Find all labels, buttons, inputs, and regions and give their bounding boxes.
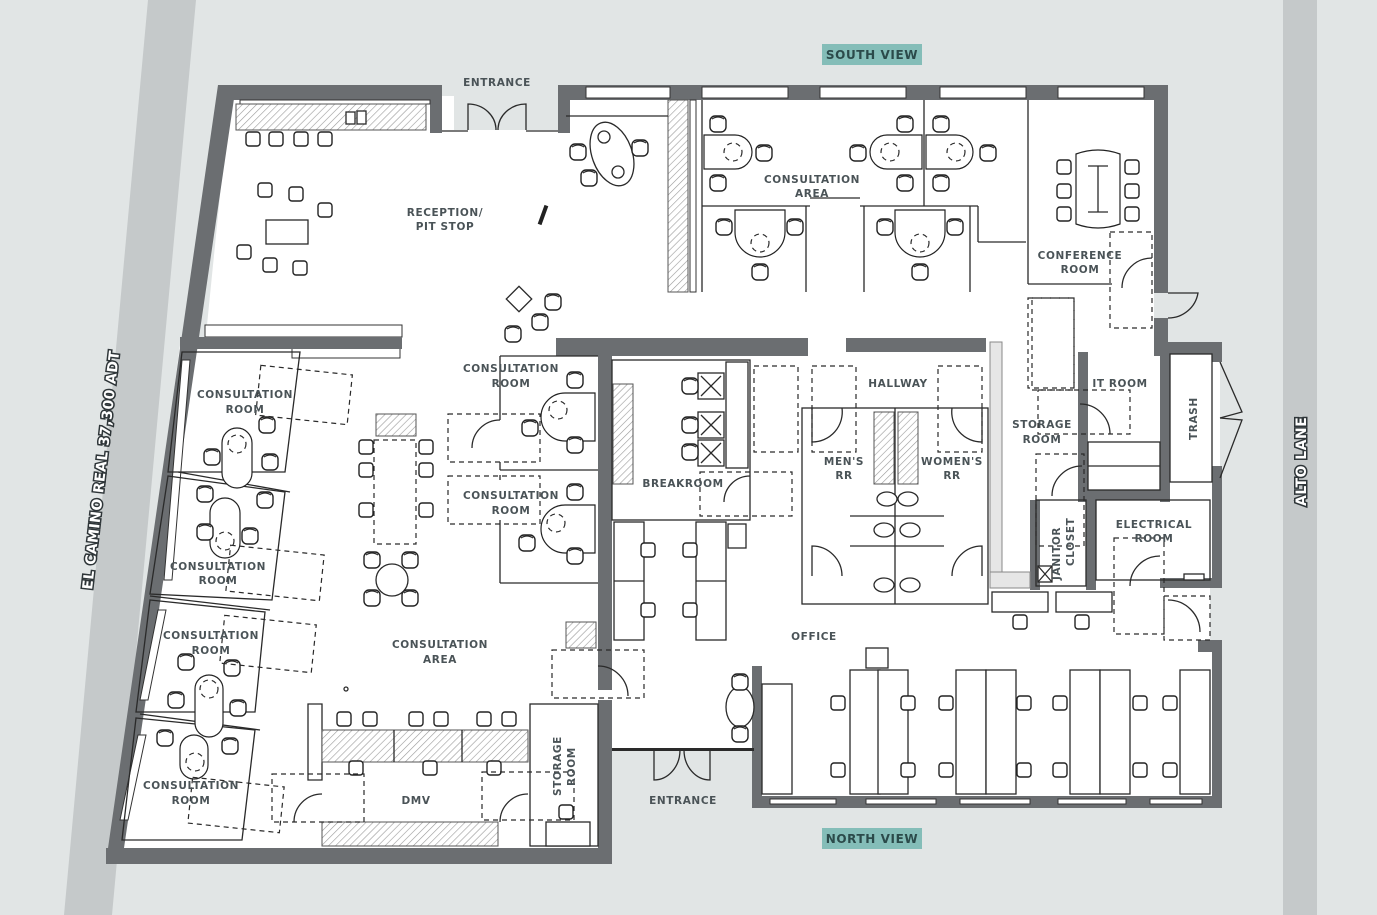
mens-rr-label-2: RR (835, 470, 852, 482)
entrance-bottom-label: ENTRANCE (649, 795, 717, 807)
south-view-tag: SOUTH VIEW (822, 44, 922, 65)
dmv-label: DMV (401, 795, 430, 807)
consult-room-left-2-label: CONSULTATION (170, 561, 266, 573)
janitor-closet-label-2: CLOSET (1065, 517, 1077, 566)
womens-rr-label-2: RR (943, 470, 960, 482)
east-door-conference[interactable] (1167, 292, 1199, 319)
middle-consultation-rooms (447, 355, 598, 584)
electrical-room (1095, 499, 1211, 641)
consult-room-mid-1-label-2: ROOM (492, 378, 531, 390)
breakroom (611, 359, 799, 521)
consult-room-mid-2-label-2: ROOM (492, 505, 531, 517)
storage-bottom-label-2: ROOM (566, 747, 578, 786)
trash-enclosure (1169, 353, 1243, 483)
building-outline (106, 85, 1222, 864)
office-workstations (725, 647, 1211, 795)
consult-room-left-1-label-2: ROOM (226, 404, 265, 416)
conference-room (1027, 100, 1153, 391)
consult-room-mid-1-label: CONSULTATION (463, 363, 559, 375)
consult-room-left-3-label-2: ROOM (192, 645, 231, 657)
el-camino-real-street (64, 0, 196, 915)
entrance-top-label: ENTRANCE (463, 77, 531, 89)
conference-room-label: CONFERENCE (1038, 250, 1123, 262)
consult-room-mid-2-label: CONSULTATION (463, 490, 559, 502)
breakroom-label: BREAKROOM (642, 478, 723, 490)
workstations-breakroom (613, 521, 747, 641)
dmv-area (271, 621, 645, 847)
consultation-area-top-label-2: AREA (795, 188, 829, 200)
consultation-area-top-label: CONSULTATION (764, 174, 860, 186)
electrical-room-label: ELECTRICAL (1116, 519, 1192, 531)
svg-text:SOUTH VIEW: SOUTH VIEW (826, 48, 918, 62)
svg-text:NORTH VIEW: NORTH VIEW (826, 832, 919, 846)
reception-label-2: PIT STOP (416, 221, 475, 233)
alto-lane-street (1283, 0, 1317, 915)
storage-room-label: STORAGE (1012, 419, 1072, 431)
consult-room-left-1-label: CONSULTATION (197, 389, 293, 401)
mens-rr-label: MEN'S (824, 456, 864, 468)
conference-room-label-2: ROOM (1061, 264, 1100, 276)
consult-room-left-2-label-2: ROOM (199, 575, 238, 587)
workstations-storage (991, 591, 1113, 630)
reception-furniture (235, 99, 697, 343)
storage-room-label-2: ROOM (1023, 434, 1062, 446)
north-view-tag: NORTH VIEW (822, 828, 922, 849)
restrooms (801, 365, 989, 605)
womens-rr-label: WOMEN'S (921, 456, 983, 468)
electrical-room-label-2: ROOM (1135, 533, 1174, 545)
consult-room-left-4-label: CONSULTATION (143, 780, 239, 792)
consultation-area-top (701, 100, 1026, 292)
janitor-closet-label: JANITOR (1051, 527, 1063, 581)
hallway-label: HALLWAY (868, 378, 928, 390)
office-label: OFFICE (791, 631, 837, 643)
storage-bottom-label: STORAGE (552, 736, 564, 796)
consult-room-left-3-label: CONSULTATION (163, 630, 259, 642)
entrance-top-doors[interactable] (442, 103, 558, 132)
street-label-alto-lane: ALTO LANE (1294, 417, 1310, 506)
entrance-bottom-doors[interactable] (612, 748, 754, 781)
consult-room-left-4-label-2: ROOM (172, 795, 211, 807)
north-windows (769, 798, 1203, 805)
interior-walls (180, 324, 1170, 650)
consultation-area-main-label: CONSULTATION (392, 639, 488, 651)
left-consultation-rooms (121, 351, 354, 841)
reception-label: RECEPTION/ (407, 207, 483, 219)
it-room-label: IT ROOM (1092, 378, 1147, 390)
storage-it-janitor (989, 297, 1161, 589)
consultation-area-main-furniture (343, 413, 434, 692)
trash-label: TRASH (1188, 397, 1200, 440)
south-windows (239, 86, 1145, 105)
consultation-area-main-label-2: AREA (423, 654, 457, 666)
